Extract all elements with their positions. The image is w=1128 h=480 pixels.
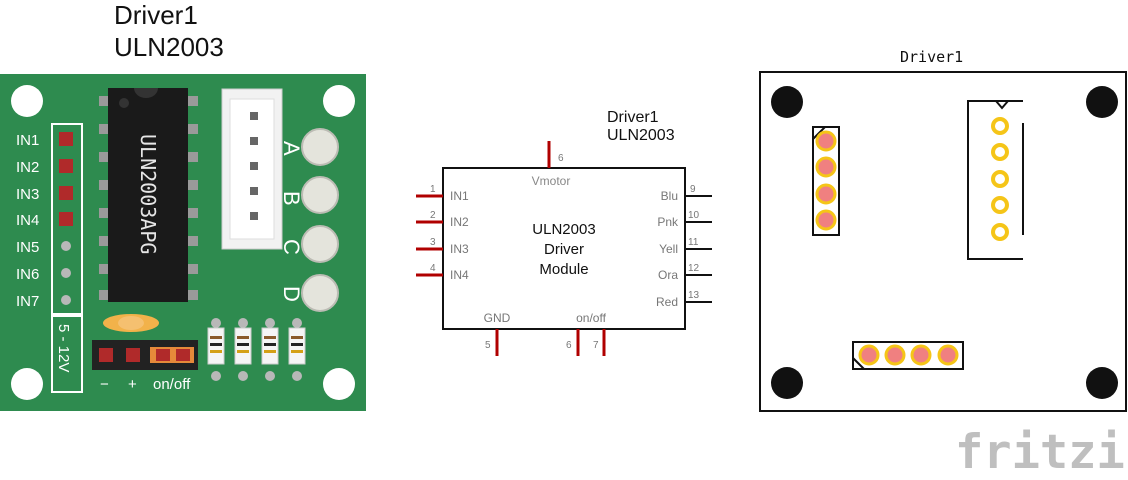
phase-label-b: B	[279, 191, 304, 206]
led-a	[301, 128, 339, 166]
mounting-hole	[323, 85, 355, 117]
phase-label-a: A	[279, 141, 304, 156]
svg-text:IN3: IN3	[450, 242, 469, 256]
leds	[301, 128, 339, 312]
input-label-in2: IN2	[16, 159, 39, 176]
voltage-label: 5 - 12V	[55, 324, 72, 372]
left-pin-numbers: 1 2 3 4	[430, 184, 436, 274]
breadboard-view[interactable]: Driver1 ULN2003 ULN2003APG	[0, 0, 366, 411]
breadboard-title-line1: Driver1	[114, 0, 198, 30]
input-labels: IN1 IN2 IN3 IN4 IN5 IN6 IN7	[16, 132, 39, 310]
svg-text:Red: Red	[656, 295, 678, 309]
phase-label-c: C	[279, 239, 304, 255]
pcb-mounting-hole	[771, 86, 803, 118]
pin-5-number: 5	[485, 340, 491, 351]
pcb-power-pin1-marker	[852, 357, 865, 370]
chip-marking: ULN2003APG	[136, 134, 160, 254]
fritzing-logo: fritzing	[955, 425, 1128, 480]
svg-text:IN4: IN4	[450, 268, 469, 282]
schematic-body-line1: ULN2003	[532, 221, 595, 238]
mounting-hole	[323, 368, 355, 400]
input-label-in4: IN4	[16, 212, 39, 229]
voltage-box	[51, 315, 83, 393]
power-header-pins	[99, 347, 194, 363]
pcb-mounting-hole	[771, 367, 803, 399]
pcb-input-pads	[815, 130, 837, 231]
connector-pins	[250, 112, 258, 220]
pcb-mounting-hole	[1086, 367, 1118, 399]
input-label-in3: IN3	[16, 186, 39, 203]
minus-label: −	[100, 376, 109, 393]
right-pins[interactable]	[685, 195, 712, 303]
svg-text:Ora: Ora	[658, 268, 678, 282]
svg-text:4: 4	[430, 263, 436, 274]
chip-notch	[134, 88, 158, 98]
svg-text:10: 10	[688, 210, 700, 221]
chip-pin1-marker	[119, 98, 129, 108]
pin-6-label: Vmotor	[532, 174, 571, 188]
schematic-body-line3: Module	[539, 261, 588, 278]
pcb-power-pads	[858, 344, 959, 366]
svg-text:IN2: IN2	[450, 215, 469, 229]
switch-label: on/off	[153, 376, 191, 393]
pin-6-bottom-number: 6	[566, 340, 572, 351]
pcb-input-pin1-marker	[812, 126, 826, 140]
uln2003-chip[interactable]	[108, 88, 188, 302]
svg-text:IN1: IN1	[450, 189, 469, 203]
schematic-view[interactable]: Driver1 ULN2003 ULN2003 Driver Module 6 …	[416, 109, 712, 356]
onoff-label: on/off	[576, 311, 606, 325]
input-label-in6: IN6	[16, 266, 39, 283]
pcb-view[interactable]: Driver1	[759, 48, 1127, 412]
phase-label-d: D	[279, 286, 304, 302]
pcb-mounting-hole	[1086, 86, 1118, 118]
mounting-hole	[11, 368, 43, 400]
chip-legs	[99, 96, 198, 300]
pcb-motor-pin1-marker	[995, 100, 1009, 110]
svg-text:3: 3	[430, 237, 436, 248]
input-label-in7: IN7	[16, 293, 39, 310]
svg-text:Blu: Blu	[661, 189, 678, 203]
led-b	[301, 176, 339, 214]
breadboard-title-line2: ULN2003	[114, 32, 224, 62]
svg-text:13: 13	[688, 290, 700, 301]
pin-7-number: 7	[593, 340, 599, 351]
svg-text:Pnk: Pnk	[657, 215, 679, 229]
resistors	[207, 318, 306, 381]
led-c	[301, 225, 339, 263]
capacitor-center	[118, 316, 144, 330]
svg-text:9: 9	[690, 184, 696, 195]
right-pin-labels: Blu Pnk Yell Ora Red	[656, 189, 679, 309]
left-pins[interactable]	[416, 194, 443, 277]
led-d	[301, 274, 339, 312]
schematic-body-line2: Driver	[544, 241, 584, 258]
pin-6-number: 6	[558, 153, 564, 164]
svg-text:1: 1	[430, 184, 436, 195]
schematic-body[interactable]	[442, 167, 686, 330]
schematic-title-line1: Driver1	[607, 109, 659, 126]
input-header-pins	[59, 132, 73, 305]
input-label-in5: IN5	[16, 239, 39, 256]
plus-label: +	[128, 376, 137, 393]
input-label-in1: IN1	[16, 132, 39, 149]
svg-text:Yell: Yell	[659, 242, 678, 256]
mounting-hole	[11, 85, 43, 117]
svg-text:12: 12	[688, 263, 700, 274]
pcb-motor-pads	[991, 117, 1009, 241]
left-pin-labels: IN1 IN2 IN3 IN4	[450, 189, 469, 282]
gnd-label: GND	[484, 311, 511, 325]
schematic-title-line2: ULN2003	[607, 127, 675, 144]
pcb-title: Driver1	[900, 48, 963, 66]
pcb-motor-footprint[interactable]	[967, 100, 1023, 260]
svg-text:11: 11	[688, 237, 699, 248]
svg-text:2: 2	[430, 210, 436, 221]
right-pin-numbers: 9 10 11 12 13	[688, 184, 700, 301]
